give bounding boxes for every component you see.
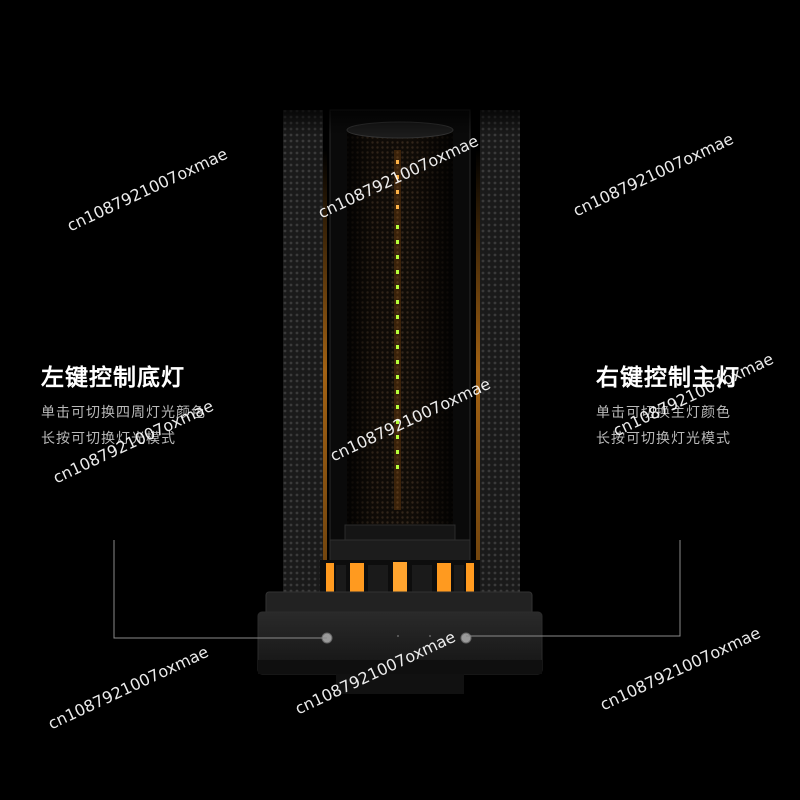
right-leader-line [466, 540, 681, 637]
left-callout-line-1: 单击可切换四周灯光颜色 [41, 405, 206, 421]
right-callout-line-2: 长按可切换灯光模式 [596, 431, 731, 447]
orange-light-ring [320, 560, 480, 594]
left-leader-line [113, 540, 327, 639]
right-callout: 右键控制主灯 单击可切换主灯颜色 长按可切换灯光模式 [596, 358, 740, 448]
right-callout-title: 右键控制主灯 [596, 365, 740, 391]
base-unit [257, 591, 543, 694]
left-callout-title: 左键控制底灯 [41, 365, 185, 391]
tube-collar [329, 524, 471, 563]
left-callout: 左键控制底灯 单击可切换四周灯光颜色 长按可切换灯光模式 [41, 358, 206, 448]
right-callout-line-1: 单击可切换主灯颜色 [596, 405, 731, 421]
left-callout-line-2: 长按可切换灯光模式 [41, 431, 176, 447]
callout-lines [113, 540, 681, 639]
